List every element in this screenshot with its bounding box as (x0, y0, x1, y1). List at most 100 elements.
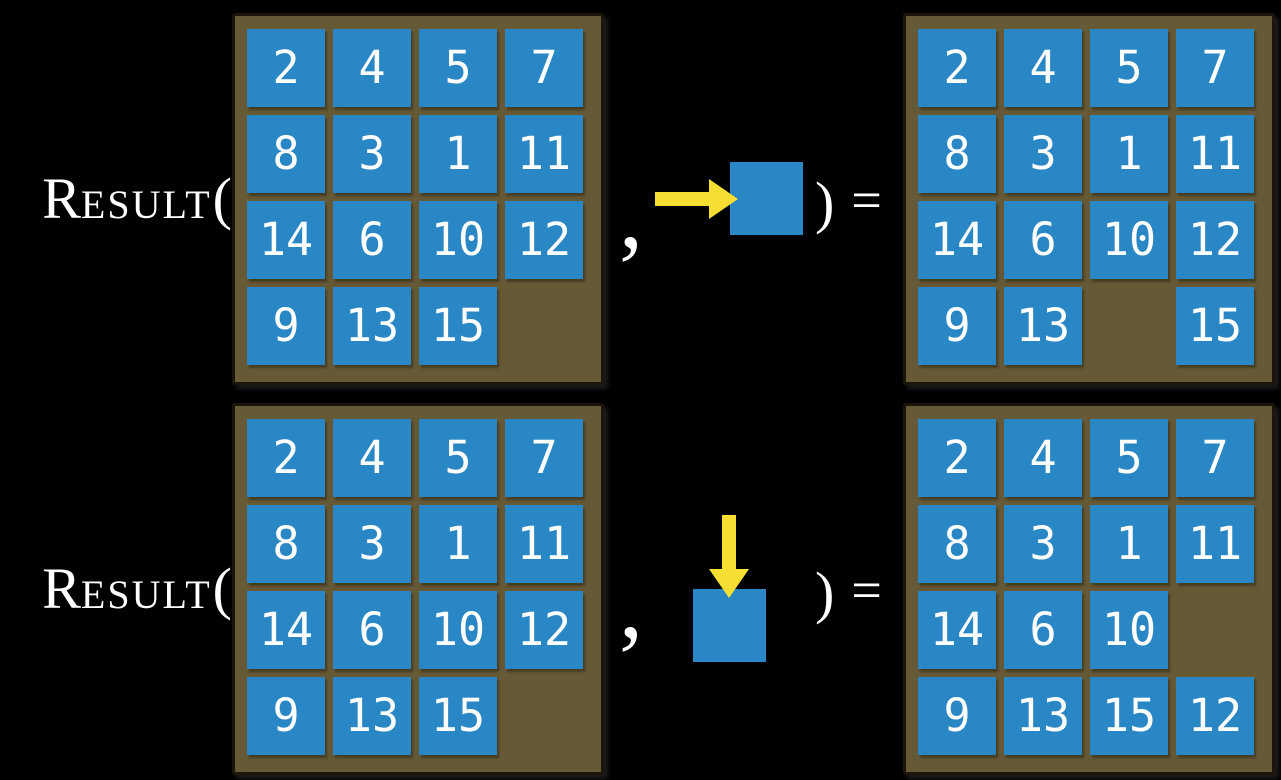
puzzle-tile-9: 9 (247, 676, 325, 755)
tile-number: 9 (272, 689, 300, 742)
puzzle-tile-7: 7 (1176, 28, 1254, 107)
tile-number: 1 (444, 517, 472, 570)
puzzle-tile-13: 13 (333, 676, 411, 755)
tile-number: 3 (358, 127, 386, 180)
result-function-label: R ESULT ( (32, 555, 232, 621)
puzzle-tile-10: 10 (419, 200, 497, 279)
tile-number: 5 (1115, 431, 1143, 484)
puzzle-tile-15: 15 (1090, 676, 1168, 755)
tile-number: 13 (344, 299, 400, 352)
puzzle-tile-2: 2 (247, 418, 325, 497)
tile-number: 9 (943, 299, 971, 352)
puzzle-tile-10: 10 (419, 590, 497, 669)
puzzle-tile-15: 15 (419, 286, 497, 365)
tile-number: 14 (929, 603, 985, 656)
puzzle-tile-9: 9 (918, 286, 996, 365)
moved-tile-icon (692, 589, 766, 662)
puzzle-tile-1: 1 (419, 504, 497, 583)
puzzle-tile-8: 8 (247, 114, 325, 193)
function-name-initial: R (42, 165, 81, 231)
action-move-down (692, 515, 766, 662)
puzzle-tile-5: 5 (1090, 418, 1168, 497)
tile-number: 13 (1015, 299, 1071, 352)
tile-number: 3 (1029, 127, 1057, 180)
tile-number: 1 (1115, 127, 1143, 180)
tile-number: 7 (1201, 431, 1229, 484)
blank-cell (1090, 287, 1168, 365)
blank-cell (505, 677, 583, 755)
puzzle-tile-15: 15 (419, 676, 497, 755)
action-slot-top (655, 162, 803, 235)
tile-number: 11 (1187, 127, 1243, 180)
puzzle-tile-4: 4 (333, 418, 411, 497)
tile-number: 6 (358, 213, 386, 266)
tile-number: 5 (444, 41, 472, 94)
paren-equals-group: ) = (800, 560, 885, 622)
tile-number: 11 (516, 517, 572, 570)
tile-number: 2 (943, 431, 971, 484)
tile-number: 2 (272, 41, 300, 94)
puzzle-tile-14: 14 (918, 200, 996, 279)
puzzle-tile-11: 11 (505, 504, 583, 583)
tile-number: 11 (516, 127, 572, 180)
tile-number: 14 (929, 213, 985, 266)
puzzle-tile-9: 9 (247, 286, 325, 365)
open-paren: ( (212, 165, 232, 231)
function-name-smallcaps: ESULT (80, 571, 212, 617)
tile-number: 8 (272, 517, 300, 570)
tile-number: 12 (516, 213, 572, 266)
puzzle-tile-15: 15 (1176, 286, 1254, 365)
puzzle-tile-13: 13 (1004, 676, 1082, 755)
tile-number: 7 (530, 41, 558, 94)
puzzle-tile-11: 11 (505, 114, 583, 193)
puzzle-tile-6: 6 (333, 200, 411, 279)
puzzle-tile-3: 3 (1004, 504, 1082, 583)
tile-number: 8 (272, 127, 300, 180)
blank-cell (505, 287, 583, 365)
function-name-smallcaps: ESULT (80, 181, 212, 227)
action-move-right (655, 162, 803, 235)
puzzle-tile-6: 6 (333, 590, 411, 669)
tile-number: 3 (1029, 517, 1057, 570)
tile-number: 5 (1115, 41, 1143, 94)
tile-number: 10 (1101, 603, 1157, 656)
puzzle-tile-11: 11 (1176, 504, 1254, 583)
tile-number: 12 (516, 603, 572, 656)
tile-number: 7 (530, 431, 558, 484)
tile-number: 10 (430, 213, 486, 266)
tile-number: 14 (258, 213, 314, 266)
tile-number: 15 (430, 689, 486, 742)
tile-number: 2 (272, 431, 300, 484)
puzzle-tile-2: 2 (247, 28, 325, 107)
tile-number: 3 (358, 517, 386, 570)
puzzle-tile-12: 12 (505, 200, 583, 279)
tile-number: 2 (943, 41, 971, 94)
puzzle-tile-8: 8 (918, 114, 996, 193)
puzzle-tile-8: 8 (918, 504, 996, 583)
equals-sign: = (851, 169, 882, 230)
tile-number: 11 (1187, 517, 1243, 570)
puzzle-tile-11: 11 (1176, 114, 1254, 193)
puzzle-tile-12: 12 (505, 590, 583, 669)
close-paren: ) (815, 559, 835, 625)
puzzle-tile-5: 5 (1090, 28, 1168, 107)
puzzle-tile-1: 1 (1090, 114, 1168, 193)
tile-number: 4 (1029, 41, 1057, 94)
puzzle-tile-14: 14 (247, 590, 325, 669)
open-paren: ( (212, 555, 232, 621)
puzzle-tile-14: 14 (247, 200, 325, 279)
puzzle-tile-12: 12 (1176, 200, 1254, 279)
puzzle-tile-13: 13 (333, 286, 411, 365)
puzzle-tile-3: 3 (333, 114, 411, 193)
tile-number: 13 (1015, 689, 1071, 742)
puzzle-tile-10: 10 (1090, 590, 1168, 669)
tile-number: 10 (1101, 213, 1157, 266)
puzzle-tile-8: 8 (247, 504, 325, 583)
tile-number: 1 (1115, 517, 1143, 570)
tile-number: 14 (258, 603, 314, 656)
